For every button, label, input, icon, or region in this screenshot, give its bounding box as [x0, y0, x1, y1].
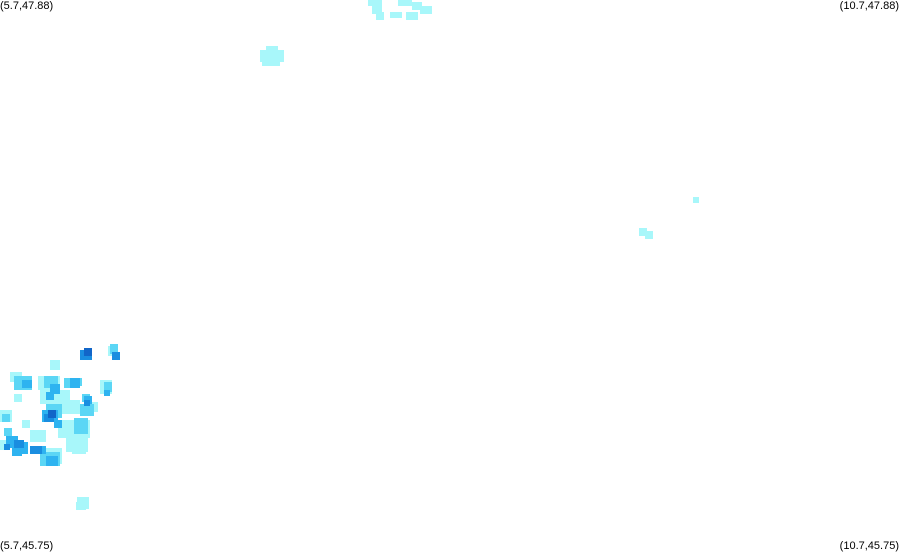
intensity-cell: [64, 378, 74, 388]
intensity-cell: [372, 6, 382, 14]
intensity-cell: [84, 400, 90, 406]
intensity-cell: [60, 400, 80, 414]
corner-label-bottom-left: (5.7,45.75): [0, 540, 54, 552]
intensity-cell: [46, 456, 58, 466]
intensity-cell: [76, 502, 86, 510]
intensity-cells: [0, 0, 699, 510]
corner-label-top-right: (10.7,47.88): [839, 0, 899, 12]
intensity-cell: [390, 12, 402, 18]
intensity-cell: [398, 0, 412, 6]
intensity-cell: [30, 430, 46, 442]
intensity-cell: [54, 420, 62, 428]
intensity-cell: [2, 414, 10, 422]
intensity-cell: [30, 446, 42, 454]
intensity-cell: [110, 344, 118, 354]
intensity-cell: [72, 444, 86, 454]
intensity-cell: [112, 352, 120, 360]
corner-label-top-left: (5.7,47.88): [0, 0, 54, 12]
intensity-cell: [266, 46, 278, 52]
intensity-cell: [693, 197, 699, 203]
intensity-cell: [4, 428, 12, 436]
intensity-cell: [420, 6, 432, 14]
intensity-cell: [368, 0, 382, 6]
intensity-cell: [262, 58, 280, 66]
intensity-cell: [12, 448, 22, 456]
intensity-cell: [104, 382, 112, 392]
intensity-cell: [46, 392, 54, 400]
intensity-cell: [74, 418, 88, 434]
corner-label-bottom-right: (10.7,45.75): [839, 540, 899, 552]
intensity-cell: [412, 2, 422, 10]
intensity-cell: [406, 12, 418, 20]
intensity-cell: [48, 410, 56, 418]
intensity-cell: [645, 231, 653, 239]
intensity-cell: [4, 444, 10, 450]
intensity-cell: [14, 440, 24, 448]
intensity-cell: [22, 420, 30, 428]
intensity-cell: [22, 380, 32, 388]
intensity-cell: [50, 384, 60, 394]
intensity-cell: [639, 228, 647, 236]
intensity-cell: [14, 394, 22, 402]
intensity-cell: [70, 378, 80, 388]
intensity-cell: [104, 390, 110, 396]
intensity-cell: [50, 360, 60, 370]
intensity-cell: [80, 404, 94, 416]
intensity-cell: [84, 348, 92, 356]
intensity-cell: [376, 12, 384, 20]
